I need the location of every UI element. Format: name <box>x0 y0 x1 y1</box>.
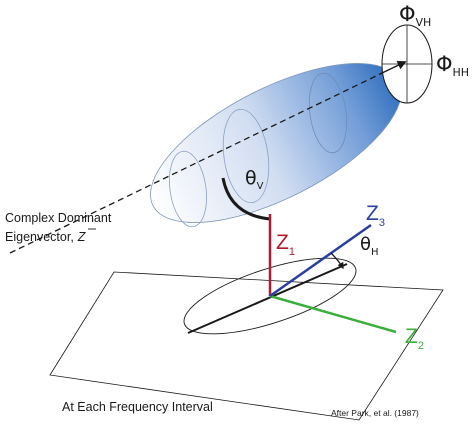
z2-axis <box>269 294 397 334</box>
z2-label: Z2 <box>405 325 424 352</box>
phi-hh-label: ΦHH <box>436 52 469 79</box>
z3-label: Z3 <box>366 202 385 229</box>
citation-credit: After Park, et al. (1987) <box>331 408 419 418</box>
phi-ellipse-diagram <box>381 24 433 104</box>
phi-vh-label: ΦVH <box>399 2 431 29</box>
eigenvector-label-line1: Complex Dominant <box>5 211 112 225</box>
z1-label: Z1 <box>276 231 295 258</box>
theta-h-label: θH <box>360 234 379 258</box>
cross-section-ring-1 <box>169 150 207 228</box>
theta-v-arc <box>221 177 271 221</box>
cross-section-ring-3 <box>308 72 348 154</box>
eigenvector-line <box>9 61 407 254</box>
theta-h-arc <box>330 252 344 270</box>
frequency-interval-caption: At Each Frequency Interval <box>62 400 213 414</box>
projected-ellipse <box>183 257 357 335</box>
eigenvector-label-line2: Eigenvector,Z <box>5 230 86 244</box>
ground-plane <box>49 271 444 421</box>
cross-section-ring-2 <box>222 108 270 204</box>
projection-line <box>187 263 348 334</box>
polarization-ellipsoid <box>150 63 402 228</box>
theta-v-label: θV <box>245 167 264 192</box>
z3-axis <box>269 223 372 298</box>
